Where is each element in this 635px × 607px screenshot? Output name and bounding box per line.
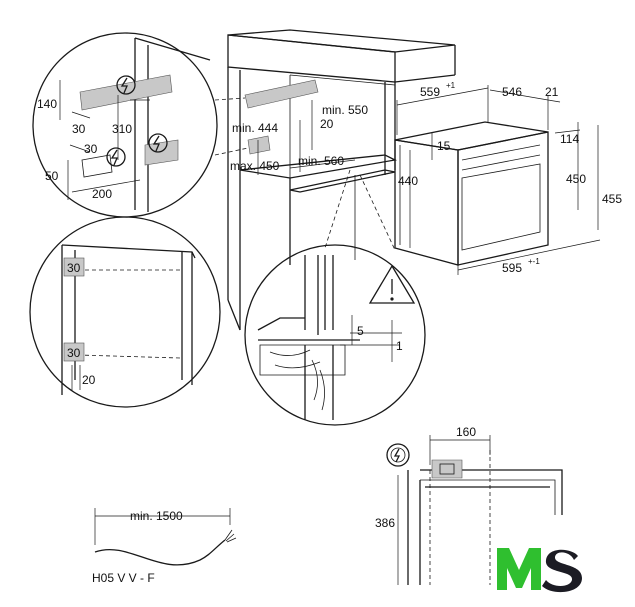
vent-dim-30-top: 30 <box>67 261 81 275</box>
dim-oven-width: 595 <box>502 261 522 275</box>
detail-dim-140: 140 <box>37 97 57 111</box>
oven-appliance <box>394 85 601 275</box>
built-in-cabinet <box>214 29 456 331</box>
dim-niche-min-560: min. 560 <box>298 154 344 168</box>
detail-dim-30a: 30 <box>72 122 86 136</box>
dim-niche-depth-tolerance: +1 <box>446 81 456 90</box>
detail-vent-circle <box>29 216 221 408</box>
dim-top-offset-15: 15 <box>437 139 451 153</box>
power-cable <box>94 508 237 566</box>
detail-dim-50: 50 <box>45 169 59 183</box>
electric-hazard-icon <box>116 75 136 95</box>
ms-logo <box>497 548 582 593</box>
dim-niche-max-450: max. 450 <box>230 159 280 173</box>
electric-hazard-icon <box>148 133 168 153</box>
dim-niche-min-550: min. 550 <box>322 103 368 117</box>
detail-dim-30b: 30 <box>84 142 98 156</box>
cable-type: H05 V V - F <box>92 571 155 585</box>
dim-front-gap-114: 114 <box>560 132 579 146</box>
detail-socket-circle <box>32 32 218 218</box>
dim-niche-depth: 559 <box>420 85 440 99</box>
connection-dim-160: 160 <box>456 425 476 439</box>
warning-triangle-icon <box>368 264 416 304</box>
detail-dim-310: 310 <box>112 122 132 136</box>
dim-oven-total-455: 455 <box>602 192 622 206</box>
dim-oven-height-450: 450 <box>566 172 586 186</box>
vent-dim-20: 20 <box>82 373 96 387</box>
dim-oven-width-tolerance: +-1 <box>528 257 540 266</box>
gap-dim-5: 5 <box>357 324 364 338</box>
electric-hazard-icon <box>386 443 410 467</box>
dim-oven-depth: 546 <box>502 85 522 99</box>
dim-oven-body-440: 440 <box>398 174 418 188</box>
gap-dim-1: 1 <box>396 339 403 353</box>
dim-niche-min-444: min. 444 <box>232 121 278 135</box>
connection-dim-386: 386 <box>375 516 395 530</box>
electric-hazard-icon <box>106 147 126 167</box>
dim-niche-gap-20: 20 <box>320 117 334 131</box>
detail-connection <box>397 435 563 585</box>
detail-dim-200: 200 <box>92 187 112 201</box>
dim-front-thickness: 21 <box>545 85 559 99</box>
detail-gap-circle <box>244 169 426 426</box>
cable-min-length: min. 1500 <box>130 509 183 523</box>
vent-dim-30-bottom: 30 <box>67 346 81 360</box>
